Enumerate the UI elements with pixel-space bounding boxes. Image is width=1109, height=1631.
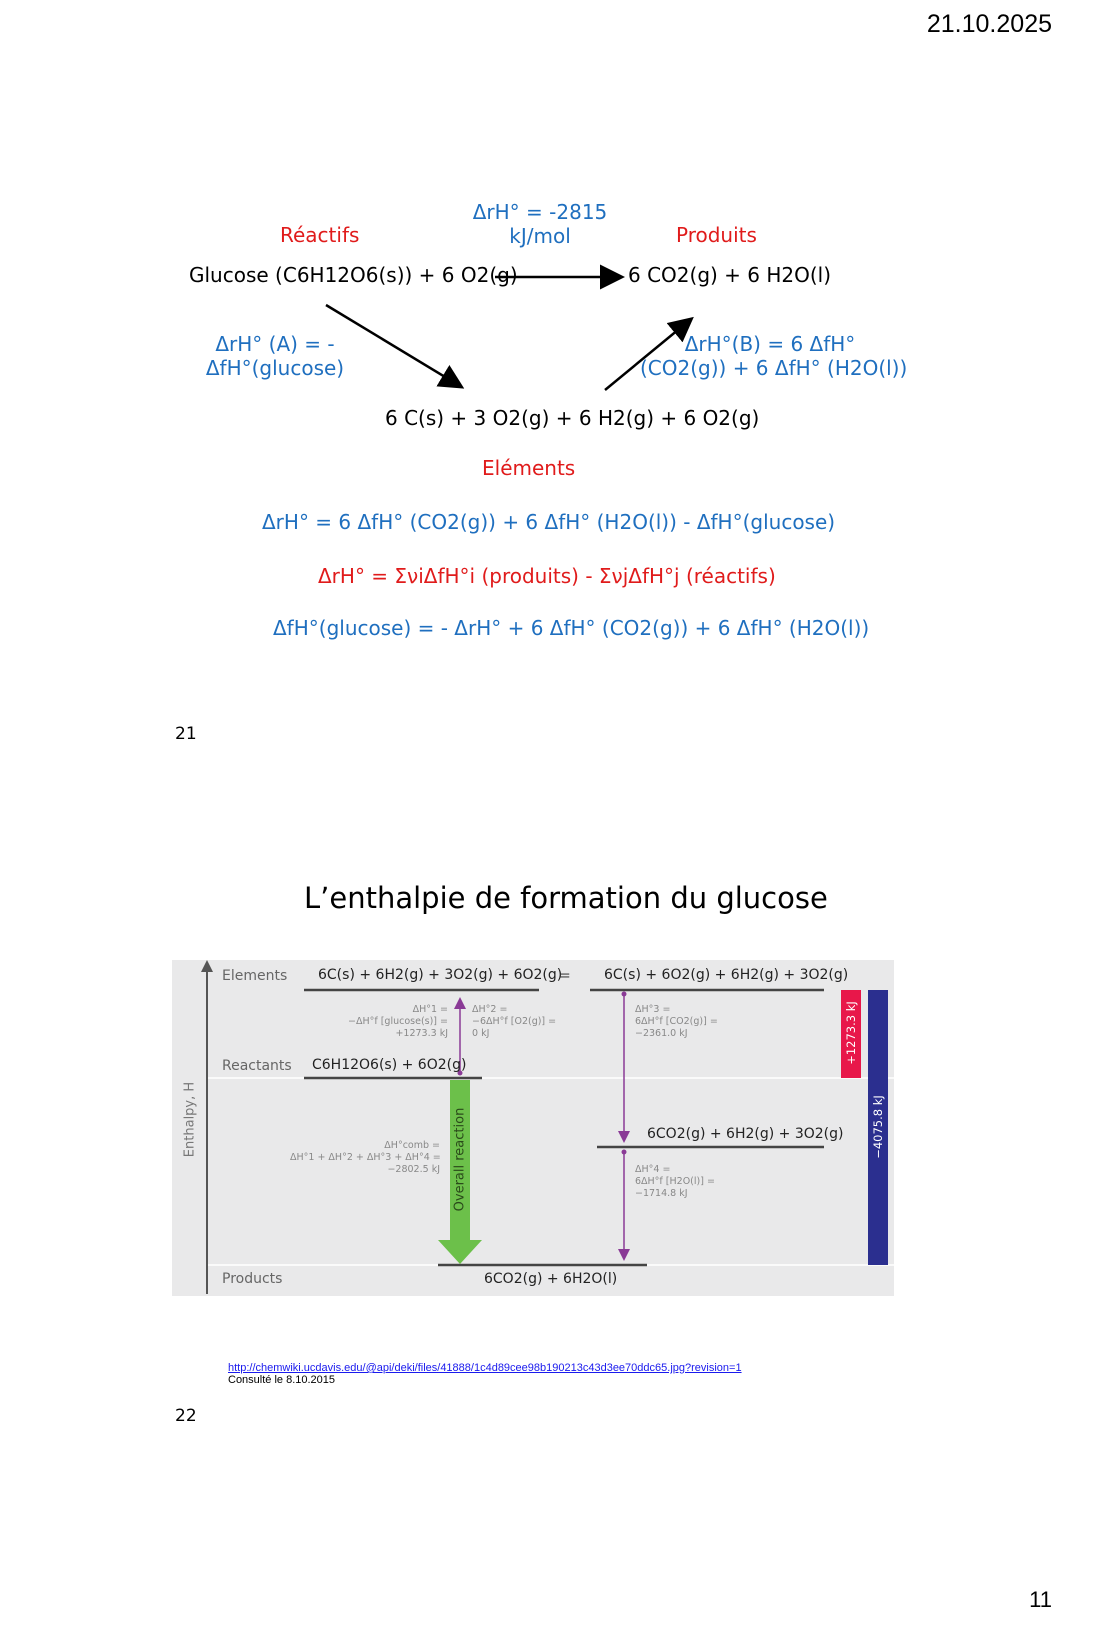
slide-title: L’enthalpie de formation du glucose bbox=[304, 881, 828, 915]
step-b-arrow bbox=[604, 316, 694, 391]
red-bar-label: +1273.3 kJ bbox=[844, 1001, 858, 1065]
dh2-annotation: ΔH°2 = −6ΔH°f [O2(g)] = 0 kJ bbox=[472, 1004, 557, 1039]
equation-1: ΔrH° = 6 ΔfH° (CO2(g)) + 6 ΔfH° (H2O(l))… bbox=[262, 510, 836, 534]
overall-reaction-label: Overall reaction bbox=[452, 1107, 468, 1212]
products-label: Produits bbox=[676, 223, 757, 247]
reaction-left: Glucose (C6H12O6(s)) + 6 O2(g) bbox=[189, 263, 518, 287]
red-bar bbox=[841, 990, 861, 1078]
document-date: 21.10.2025 bbox=[926, 10, 1052, 38]
top-arrow-label-line1: ΔrH° = -2815 bbox=[472, 200, 608, 224]
intermediate-formula: 6CO2(g) + 6H2(g) + 3O2(g) bbox=[647, 1126, 844, 1142]
reactants-formula: C6H12O6(s) + 6O2(g) bbox=[312, 1057, 467, 1073]
slide-number-22: 22 bbox=[175, 1406, 197, 1426]
step-a-line2: ΔfH°(glucose) bbox=[205, 356, 345, 380]
cycle-arrows bbox=[325, 264, 694, 391]
step-b-label: ΔrH°(B) = 6 ΔfH° (CO2(g)) + 6 ΔfH° (H2O(… bbox=[640, 332, 908, 380]
top-arrow-label-line2: kJ/mol bbox=[509, 224, 571, 248]
dh4-annotation: ΔH°4 = 6ΔH°f [H2O(l)] = −1714.8 kJ bbox=[635, 1164, 715, 1199]
dh3-annotation: ΔH°3 = 6ΔH°f [CO2(g)] = −2361.0 kJ bbox=[635, 1004, 718, 1039]
products-formula: 6CO2(g) + 6H2O(l) bbox=[484, 1271, 618, 1287]
blue-bar-label: −4075.8 kJ bbox=[871, 1095, 885, 1159]
overall-arrow-head bbox=[438, 1240, 482, 1264]
elements-right-formula: 6C(s) + 6O2(g) + 6H2(g) + 3O2(g) bbox=[604, 967, 849, 983]
equation-2: ΔrH° = ΣνiΔfH°i (produits) - ΣνjΔfH°j (r… bbox=[318, 564, 776, 588]
step-a-arrow bbox=[325, 303, 465, 389]
equation-3: ΔfH°(glucose) = - ΔrH° + 6 ΔfH° (CO2(g))… bbox=[273, 616, 870, 640]
step-b-line1: ΔrH°(B) = 6 ΔfH° bbox=[684, 332, 856, 356]
page-number: 11 bbox=[1029, 1587, 1052, 1612]
dh1-annotation: ΔH°1 = −ΔH°f [glucose(s)] = +1273.3 kJ bbox=[348, 1004, 448, 1039]
y-axis-label: Enthalpy, H bbox=[182, 1081, 198, 1158]
top-arrow-label: ΔrH° = -2815 kJ/mol bbox=[440, 200, 640, 248]
level-reactants-label: Reactants bbox=[222, 1058, 292, 1074]
level-products-label: Products bbox=[222, 1271, 283, 1287]
dhcomb-annotation: ΔH°comb = ΔH°1 + ΔH°2 + ΔH°3 + ΔH°4 = −2… bbox=[290, 1140, 441, 1175]
step-b-line2: (CO2(g)) + 6 ΔfH° (H2O(l)) bbox=[640, 356, 908, 380]
y-axis-arrowhead bbox=[201, 960, 213, 972]
slide-number-21: 21 bbox=[175, 724, 197, 744]
blue-bar bbox=[868, 990, 888, 1265]
level-elements-label: Elements bbox=[222, 968, 288, 984]
source-reference: http://chemwiki.ucdavis.edu/@api/deki/fi… bbox=[228, 1362, 742, 1386]
equals-sign: = bbox=[559, 968, 571, 984]
enthalpy-diagram: Enthalpy, H Elements Reactants Products … bbox=[172, 960, 894, 1296]
step-a-line1: ΔrH° (A) = - bbox=[215, 332, 335, 356]
step-a-label: ΔrH° (A) = - ΔfH°(glucose) bbox=[200, 332, 350, 380]
overall-arrow-shaft bbox=[450, 1080, 470, 1242]
elements-label: Eléments bbox=[482, 456, 576, 480]
elements-left-formula: 6C(s) + 6H2(g) + 3O2(g) + 6O2(g) bbox=[318, 967, 563, 983]
diagram-graphics bbox=[201, 960, 894, 1294]
reactants-label: Réactifs bbox=[280, 223, 360, 247]
elements-formula: 6 C(s) + 3 O2(g) + 6 H2(g) + 6 O2(g) bbox=[385, 406, 760, 430]
source-date: Consulté le 8.10.2015 bbox=[228, 1374, 336, 1386]
source-link[interactable]: http://chemwiki.ucdavis.edu/@api/deki/fi… bbox=[228, 1362, 742, 1374]
reaction-right: 6 CO2(g) + 6 H2O(l) bbox=[628, 263, 832, 287]
